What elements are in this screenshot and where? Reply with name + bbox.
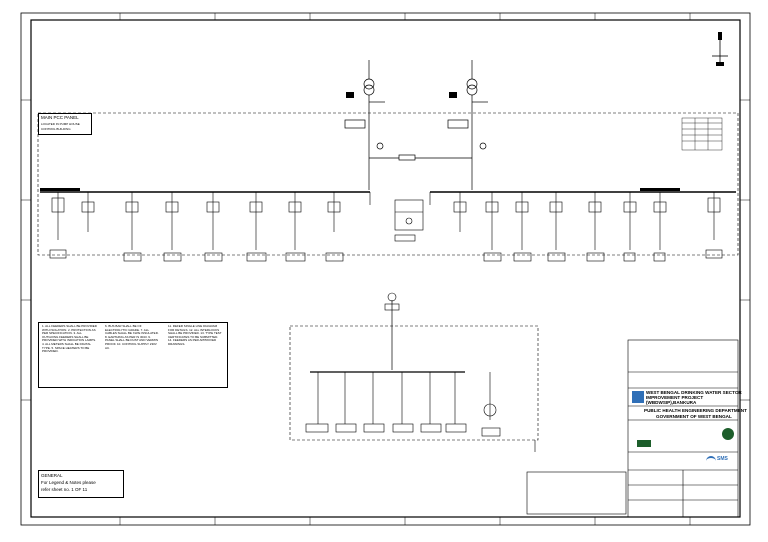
project-logo-icon	[632, 391, 644, 403]
consultant-mark-icon	[706, 456, 716, 464]
panel-subtitle-2: CONTROL BUILDING	[41, 127, 71, 131]
project-name-1: WEST BENGAL DRINKING WATER SECTOR	[646, 390, 742, 395]
general-box: GENERAL For Legend & Notes please refer …	[38, 470, 124, 498]
notes-column-2: 6. BUS BAR SHALL BE OF ELECTROLYTIC GRAD…	[105, 324, 159, 350]
general-line-1: For Legend & Notes please	[41, 480, 96, 485]
notes-column-3: 11. REFER SINGLE LINE DIAGRAM FOR DETAIL…	[168, 324, 222, 346]
general-line-2: refer sheet no. 1 OF 11	[41, 487, 88, 492]
panel-label-box: MAIN PCC PANEL LOCATED IN PUMP HOUSE CON…	[38, 113, 92, 135]
client-name-1: PUBLIC HEALTH ENGINEERING DEPARTMENT	[644, 408, 747, 413]
consultant-logo: SMS	[717, 456, 728, 462]
notes-column-1: 1. ALL FEEDERS SHALL BE PROVIDED WITH IS…	[42, 324, 97, 354]
project-name-3: (WBDWSIP),BANKURA	[646, 400, 697, 405]
logo-icon	[637, 440, 651, 447]
client-name-2: GOVERNMENT OF WEST BENGAL	[656, 414, 732, 419]
project-name-2: IMPROVEMENT PROJECT	[646, 395, 704, 400]
general-heading: GENERAL	[41, 473, 63, 478]
seal-icon	[722, 428, 734, 440]
notes-box: 1. ALL FEEDERS SHALL BE PROVIDED WITH IS…	[38, 322, 228, 388]
panel-subtitle-1: LOCATED IN PUMP HOUSE	[41, 122, 80, 126]
panel-title: MAIN PCC PANEL	[41, 115, 79, 120]
